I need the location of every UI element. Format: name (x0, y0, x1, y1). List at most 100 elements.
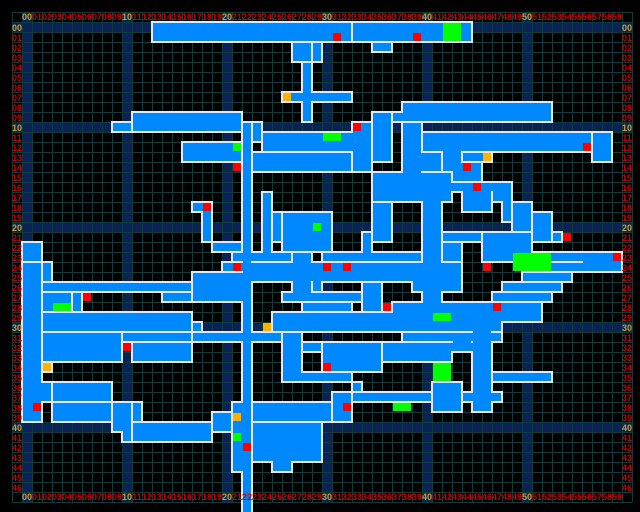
room[interactable] (413, 263, 461, 291)
item-marker[interactable] (513, 253, 551, 271)
room[interactable] (23, 263, 41, 421)
save-marker[interactable] (353, 123, 361, 131)
room[interactable] (293, 43, 311, 61)
room[interactable] (273, 213, 281, 241)
room[interactable] (533, 213, 551, 241)
item-marker[interactable] (233, 143, 241, 151)
room[interactable] (353, 383, 361, 391)
room[interactable] (53, 383, 111, 401)
room[interactable] (233, 253, 291, 261)
room[interactable] (293, 453, 311, 461)
room[interactable] (433, 383, 461, 411)
room[interactable] (353, 23, 471, 41)
room[interactable] (353, 393, 431, 401)
door-marker[interactable] (483, 153, 491, 161)
room[interactable] (333, 393, 351, 421)
room[interactable] (193, 323, 201, 331)
save-marker[interactable] (33, 403, 41, 411)
room[interactable] (443, 233, 481, 241)
room[interactable] (303, 303, 351, 311)
save-marker[interactable] (463, 163, 471, 171)
room[interactable] (283, 333, 301, 381)
room[interactable] (513, 203, 531, 231)
room[interactable] (383, 263, 401, 281)
room[interactable] (213, 413, 231, 431)
room[interactable] (403, 333, 501, 341)
room[interactable] (443, 243, 461, 261)
save-marker[interactable] (323, 363, 331, 371)
save-marker[interactable] (413, 33, 421, 41)
room[interactable] (183, 143, 241, 161)
room[interactable] (263, 133, 361, 151)
door-marker[interactable] (283, 93, 291, 101)
save-marker[interactable] (493, 303, 501, 311)
room[interactable] (523, 273, 571, 281)
room[interactable] (153, 23, 351, 41)
room[interactable] (493, 293, 551, 301)
save-marker[interactable] (243, 443, 251, 451)
room[interactable] (493, 373, 551, 381)
item-marker[interactable] (393, 403, 411, 411)
room[interactable] (243, 263, 421, 281)
save-marker[interactable] (583, 143, 591, 151)
room[interactable] (533, 253, 611, 261)
room[interactable] (43, 333, 121, 361)
room[interactable] (213, 243, 241, 251)
room[interactable] (373, 43, 391, 51)
room[interactable] (403, 123, 421, 181)
room[interactable] (253, 153, 351, 171)
save-marker[interactable] (83, 293, 91, 301)
room[interactable] (243, 123, 251, 512)
save-marker[interactable] (613, 253, 621, 261)
room[interactable] (473, 303, 541, 321)
room[interactable] (363, 233, 371, 261)
save-marker[interactable] (123, 343, 131, 351)
room[interactable] (43, 283, 191, 291)
room[interactable] (193, 203, 211, 211)
room[interactable] (133, 423, 211, 441)
save-marker[interactable] (203, 203, 211, 211)
room[interactable] (323, 253, 421, 261)
room[interactable] (43, 313, 191, 331)
room[interactable] (423, 133, 591, 151)
room[interactable] (583, 253, 621, 271)
room[interactable] (363, 283, 381, 311)
door-marker[interactable] (263, 323, 271, 331)
room[interactable] (263, 193, 271, 261)
room[interactable] (313, 43, 321, 61)
room[interactable] (273, 453, 291, 471)
room[interactable] (303, 343, 321, 351)
item-marker[interactable] (323, 133, 341, 141)
room[interactable] (383, 343, 451, 361)
room[interactable] (413, 153, 441, 171)
room[interactable] (453, 163, 481, 181)
room[interactable] (303, 63, 311, 121)
room[interactable] (163, 293, 191, 301)
save-marker[interactable] (343, 403, 351, 411)
room[interactable] (473, 313, 491, 411)
room[interactable] (193, 333, 281, 341)
room[interactable] (273, 313, 411, 331)
item-marker[interactable] (53, 303, 71, 311)
save-marker[interactable] (473, 183, 481, 191)
room[interactable] (133, 113, 241, 131)
room[interactable] (43, 263, 51, 281)
room[interactable] (503, 183, 511, 221)
room[interactable] (133, 343, 191, 361)
room[interactable] (283, 213, 331, 251)
room[interactable] (503, 283, 561, 291)
room[interactable] (373, 203, 391, 241)
room[interactable] (403, 103, 551, 121)
room[interactable] (353, 133, 371, 171)
room[interactable] (203, 203, 211, 241)
item-marker[interactable] (313, 223, 321, 231)
room[interactable] (373, 113, 391, 161)
save-marker[interactable] (233, 263, 241, 271)
door-marker[interactable] (43, 363, 51, 371)
save-marker[interactable] (333, 33, 341, 41)
room[interactable] (113, 123, 131, 131)
save-marker[interactable] (383, 303, 391, 311)
room[interactable] (593, 133, 611, 161)
room[interactable] (53, 403, 111, 421)
